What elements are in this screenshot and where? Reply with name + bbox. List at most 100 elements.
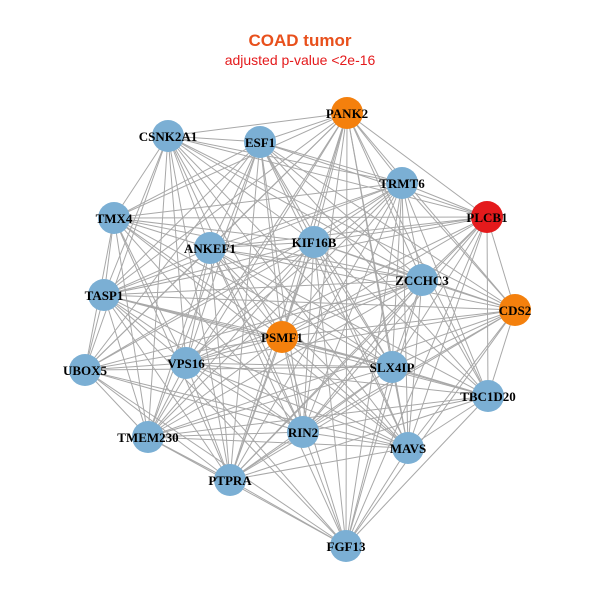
edge-pank2-psmf1 (281, 112, 348, 338)
node-circle (214, 464, 246, 496)
edge-pank2-rin2 (302, 112, 348, 433)
node-circle (330, 530, 362, 562)
node-plcb1[interactable]: PLCB1 (466, 201, 508, 233)
node-trmt6[interactable]: TRMT6 (379, 167, 425, 199)
edge-trmt6-kif16b (313, 182, 403, 243)
node-circle (298, 226, 330, 258)
edge-tmx4-psmf1 (113, 217, 283, 338)
node-ankef1[interactable]: ANKEF1 (184, 232, 236, 264)
edge-cds2-fgf13 (345, 309, 516, 547)
edge-tmx4-ankef1 (113, 217, 211, 249)
node-circle (287, 416, 319, 448)
edge-trmt6-ankef1 (209, 182, 403, 249)
edge-cds2-tmem230 (147, 309, 516, 438)
edge-slx4ip-fgf13 (345, 366, 393, 547)
node-circle (170, 347, 202, 379)
node-label: PANK2 (326, 106, 368, 121)
node-label: CSNK2A1 (139, 129, 198, 144)
edge-csnk2a1-trmt6 (167, 135, 403, 184)
node-fgf13[interactable]: FGF13 (327, 530, 366, 562)
edge-csnk2a1-psmf1 (167, 135, 283, 338)
edge-rin2-fgf13 (302, 431, 347, 547)
edge-kif16b-mavs (313, 241, 409, 449)
edge-tasp1-fgf13 (103, 294, 347, 547)
edge-plcb1-ptpra (229, 216, 488, 481)
node-label: RIN2 (288, 425, 318, 440)
edge-kif16b-rin2 (302, 241, 315, 433)
node-vps16[interactable]: VPS16 (167, 347, 205, 379)
edge-trmt6-tasp1 (103, 182, 403, 296)
edge-zcchc3-tasp1 (103, 279, 423, 296)
edge-csnk2a1-tmx4 (113, 135, 169, 219)
edge-zcchc3-mavs (407, 279, 423, 449)
node-tbc1d20[interactable]: TBC1D20 (460, 380, 516, 412)
edge-tasp1-vps16 (103, 294, 187, 364)
edge-trmt6-zcchc3 (401, 182, 423, 281)
edge-csnk2a1-mavs (167, 135, 409, 449)
node-label: TASP1 (85, 288, 124, 303)
node-pank2[interactable]: PANK2 (326, 97, 368, 129)
node-circle (88, 279, 120, 311)
edge-slx4ip-tbc1d20 (391, 366, 489, 397)
edge-ankef1-tmem230 (147, 247, 211, 438)
node-mavs[interactable]: MAVS (390, 432, 427, 464)
edge-ubox5-mavs (84, 369, 409, 449)
node-label: UBOX5 (63, 363, 108, 378)
edge-psmf1-ptpra (229, 336, 283, 481)
node-circle (132, 421, 164, 453)
node-csnk2a1[interactable]: CSNK2A1 (139, 120, 198, 152)
edge-rin2-tmem230 (147, 431, 304, 438)
edge-psmf1-vps16 (185, 336, 283, 364)
edge-csnk2a1-tmem230 (147, 135, 169, 438)
edge-tasp1-mavs (103, 294, 409, 449)
node-tmx4[interactable]: TMX4 (96, 202, 133, 234)
edge-rin2-mavs (302, 431, 409, 449)
node-circle (406, 264, 438, 296)
edge-csnk2a1-ankef1 (167, 135, 211, 249)
node-label: PLCB1 (466, 210, 507, 225)
edge-cds2-rin2 (302, 309, 516, 433)
edge-csnk2a1-ptpra (167, 135, 231, 481)
edge-pank2-mavs (346, 112, 409, 449)
edge-psmf1-mavs (281, 336, 409, 449)
edge-esf1-tasp1 (103, 141, 261, 296)
edge-tbc1d20-tmem230 (147, 395, 489, 438)
edge-mavs-ptpra (229, 447, 409, 481)
edge-esf1-slx4ip (259, 141, 393, 368)
node-circle (152, 120, 184, 152)
node-psmf1[interactable]: PSMF1 (261, 321, 303, 353)
node-esf1[interactable]: ESF1 (244, 126, 276, 158)
node-tasp1[interactable]: TASP1 (85, 279, 124, 311)
node-circle (392, 432, 424, 464)
node-circle (69, 354, 101, 386)
edge-zcchc3-psmf1 (281, 279, 423, 338)
edge-tbc1d20-ptpra (229, 395, 489, 481)
edge-trmt6-psmf1 (281, 182, 403, 338)
node-cds2[interactable]: CDS2 (499, 294, 532, 326)
node-rin2[interactable]: RIN2 (287, 416, 319, 448)
edge-trmt6-tmem230 (147, 182, 403, 438)
node-slx4ip[interactable]: SLX4IP (370, 351, 415, 383)
node-ptpra[interactable]: PTPRA (208, 464, 252, 496)
node-ubox5[interactable]: UBOX5 (63, 354, 108, 386)
edge-kif16b-tasp1 (103, 241, 315, 296)
node-label: TBC1D20 (460, 389, 516, 404)
node-tmem230[interactable]: TMEM230 (117, 421, 179, 453)
edge-tbc1d20-rin2 (302, 395, 489, 433)
node-circle (472, 380, 504, 412)
edge-tmx4-tmem230 (113, 217, 149, 438)
node-kif16b[interactable]: KIF16B (292, 226, 337, 258)
edge-tmem230-mavs (147, 436, 409, 449)
edge-esf1-mavs (259, 141, 409, 449)
edge-trmt6-ptpra (229, 182, 403, 481)
edge-vps16-ptpra (185, 362, 231, 481)
edge-slx4ip-tmem230 (147, 366, 393, 438)
node-zcchc3[interactable]: ZCCHC3 (395, 264, 449, 296)
edge-zcchc3-ubox5 (84, 279, 423, 371)
node-circle (376, 351, 408, 383)
edge-csnk2a1-ubox5 (84, 135, 169, 371)
node-label: CDS2 (499, 303, 532, 318)
edge-layer (84, 112, 516, 547)
edge-trmt6-rin2 (302, 182, 403, 433)
